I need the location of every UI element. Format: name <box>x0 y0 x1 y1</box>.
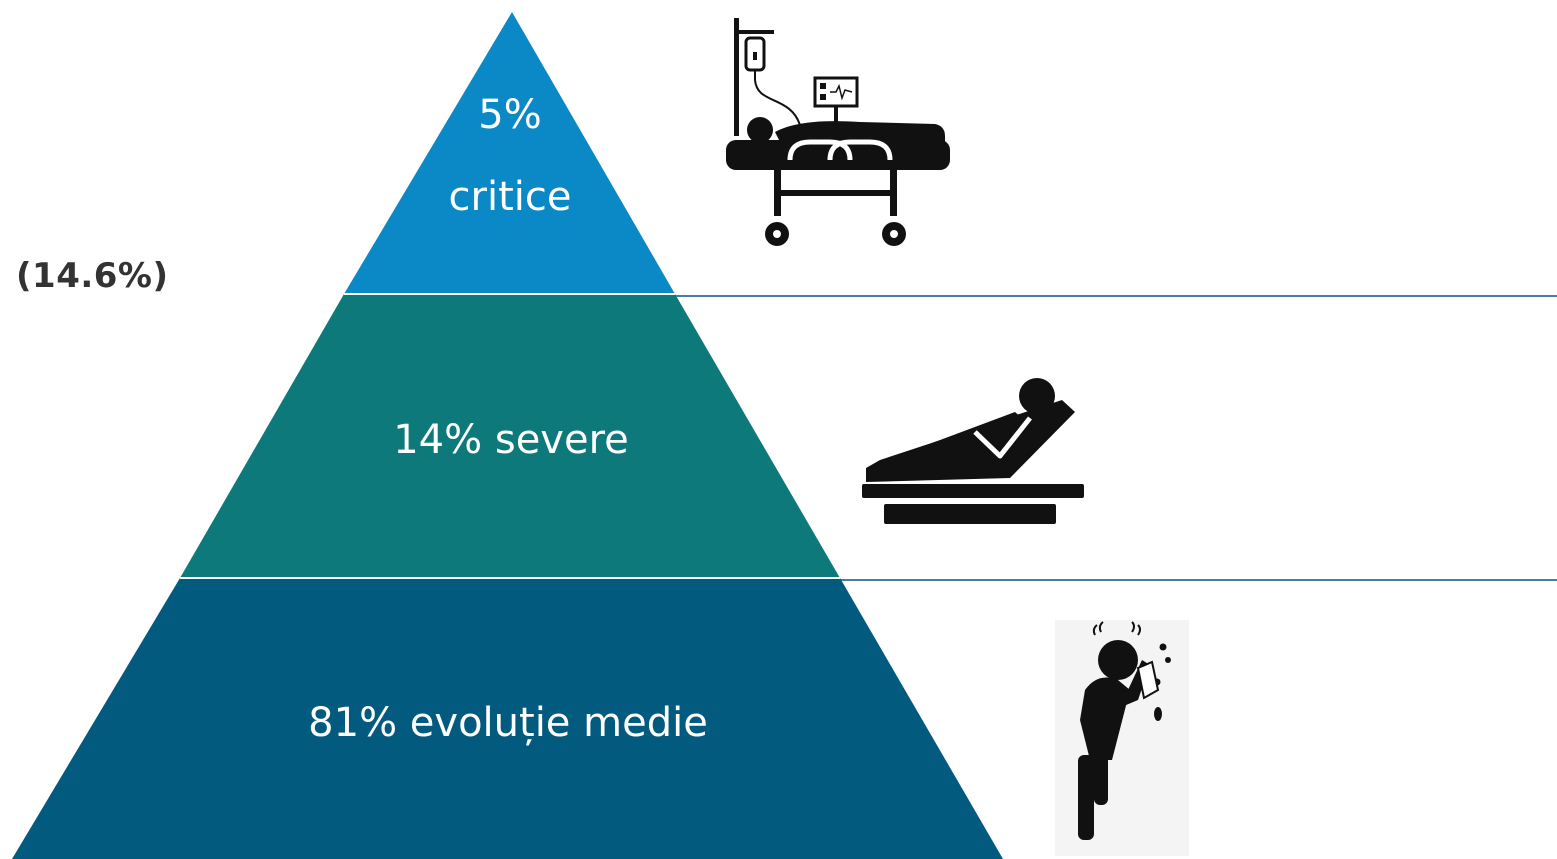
tier-critical-name: critice <box>449 174 572 220</box>
tier-mild-label: 81% evoluție medie <box>308 700 708 746</box>
hospital-bed-iv-monitor-icon <box>726 18 950 246</box>
reclining-patient-icon <box>862 378 1084 524</box>
tier-mild <box>12 578 1003 859</box>
tier-critical-percent: 5% <box>478 92 541 138</box>
tier-severe <box>180 294 840 578</box>
tier-severe-label: 14% severe <box>393 417 629 463</box>
tier-critical <box>344 12 675 294</box>
side-percentage-label: (14.6%) <box>16 256 169 296</box>
coughing-person-icon <box>1055 620 1189 856</box>
